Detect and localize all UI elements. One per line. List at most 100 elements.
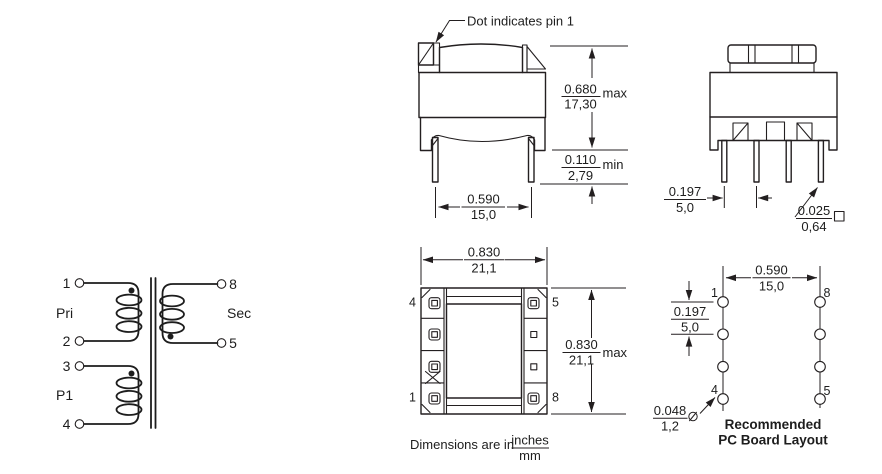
front-height-inches: 0.680 [564, 82, 597, 97]
diameter-icon [688, 411, 698, 422]
pcb-caption-line1: Recommended [725, 417, 822, 432]
units-note-text: Dimensions are in [410, 437, 514, 452]
side-view: 0.197 5,0 0.025 0,64 [664, 44, 845, 234]
side-pin-3 [785, 139, 792, 183]
front-height-suffix: max [603, 86, 628, 101]
core-lines [150, 277, 157, 429]
aux-coil-loop [115, 376, 143, 390]
pcb-hole-5 [814, 393, 826, 405]
front-height-mm: 17,30 [564, 97, 597, 112]
pcb-hole-leader [699, 397, 716, 414]
units-note: Dimensions are in inches mm [410, 433, 549, 464]
bottom-depth-mm: 21,1 [569, 353, 594, 368]
pcb-hole-3 [717, 360, 729, 373]
side-body [709, 71, 838, 151]
front-standoff-mm: 2,79 [568, 168, 593, 183]
bottom-pin-hole-5 [530, 299, 537, 307]
pcb-hole-4 [717, 393, 729, 405]
terminal-pin8 [216, 279, 227, 289]
primary-coil-loop [115, 293, 143, 307]
bottom-width-dimension: 0.830 21,1 [420, 244, 548, 285]
aux-polarity-dot [128, 370, 135, 377]
bottom-width-mm: 21,1 [471, 260, 496, 275]
front-winding-saddle [430, 134, 536, 143]
bottom-pin-label-bottom-left: 1 [409, 391, 416, 405]
side-tab-1 [732, 122, 749, 142]
bottom-depth-suffix: max [603, 345, 628, 360]
pcb-pitch-mm: 5,0 [681, 320, 699, 335]
secondary-winding-label: Sec [227, 305, 251, 321]
bottom-pin-hole-3 [431, 331, 438, 338]
bottom-pin-label-top-right: 5 [552, 296, 559, 310]
front-view: Dot indicates pin 1 0.680 17,30 max [417, 14, 628, 222]
bottom-pin-hole-7 [530, 363, 538, 371]
pcb-hole-1 [717, 296, 729, 308]
units-note-mm: mm [519, 448, 541, 463]
pcb-pitch-extension-lines [671, 301, 714, 335]
bottom-cell-dividers [420, 317, 548, 384]
pcb-col-span-mm: 15,0 [759, 278, 784, 293]
pcb-hole-2 [717, 328, 729, 341]
pcb-pin-label-bottom-left: 4 [711, 383, 718, 397]
pcb-pitch-inches: 0.197 [674, 304, 707, 319]
units-note-inches: inches [511, 433, 549, 448]
side-pin-square-mm: 0,64 [801, 219, 826, 234]
bottom-pad-2 [428, 360, 441, 373]
bottom-view: 4 5 1 8 0.830 21,1 0.830 21,1 max [409, 244, 628, 415]
side-cap-flange-lines [747, 44, 800, 64]
front-pin-span-inches: 0.590 [467, 192, 500, 207]
bottom-pad-1 [428, 392, 441, 405]
terminal-pin5 [216, 338, 227, 348]
side-pin-square-leader [794, 187, 818, 218]
bottom-band-lines [445, 295, 523, 407]
bottom-pin-hole-6 [530, 330, 538, 339]
aux-coil-loop [115, 389, 143, 403]
side-pin-4 [817, 139, 825, 183]
secondary-winding-lead [161, 283, 219, 344]
bottom-pin-label-bottom-right: 8 [552, 391, 559, 405]
bottom-pin-hole-2 [431, 363, 438, 371]
bottom-wire-cross-mark [424, 370, 441, 385]
bottom-depth-inches: 0.830 [565, 337, 598, 352]
front-right-pin [527, 136, 535, 183]
front-extension-lines [540, 45, 628, 185]
front-bobbin-left-wall [419, 116, 433, 152]
pcb-pitch-dimension: 0.197 5,0 [671, 281, 714, 356]
bottom-width-extension-lines [420, 247, 548, 285]
bottom-pin-hole-8 [530, 395, 537, 402]
side-cap [727, 44, 817, 64]
bottom-pin-hole-4 [431, 299, 438, 307]
secondary-polarity-dot [167, 333, 174, 340]
bottom-width-inches: 0.830 [468, 244, 501, 259]
front-cap-left-strip [432, 42, 441, 66]
pin1-callout-leader [435, 20, 465, 43]
side-pitch-mm: 5,0 [676, 200, 694, 215]
secondary-coil-loop [159, 307, 185, 321]
front-standoff-inches: 0.110 [565, 152, 597, 167]
front-standoff-suffix: min [603, 157, 624, 172]
pcb-caption-line2: PC Board Layout [718, 433, 828, 448]
pcb-layout: 0.590 15,0 0.197 5,0 0.048 1,2 1 8 4 [653, 262, 831, 448]
front-cap-right-chamfer [526, 45, 547, 70]
primary-polarity-dot [128, 287, 135, 294]
front-right-pin-chamfer [527, 137, 535, 147]
front-pin-span-dimension: 0.590 15,0 [435, 187, 532, 222]
front-cap-left-lip [417, 64, 441, 74]
primary-coil-loop [115, 306, 143, 320]
schematic-pin5-label: 5 [229, 335, 237, 351]
front-pin-span-mm: 15,0 [471, 207, 496, 222]
side-cap-lip [729, 62, 815, 74]
pcb-hole-8 [814, 296, 826, 308]
schematic-pin2-label: 2 [63, 333, 71, 349]
pcb-col-span-inches: 0.590 [755, 262, 788, 277]
bottom-pin-hole-1 [431, 395, 438, 402]
bottom-depth-dimension: 0.830 21,1 max [551, 287, 628, 415]
pcb-pin-label-bottom-right: 5 [824, 384, 831, 398]
side-pitch-inches: 0.197 [669, 184, 702, 199]
front-cap-left-chamfer-diagonal [417, 42, 435, 66]
bottom-pad-3 [428, 328, 441, 341]
pcb-col-span-dimension: 0.590 15,0 [725, 262, 818, 293]
front-left-pin-chamfer [431, 137, 439, 147]
